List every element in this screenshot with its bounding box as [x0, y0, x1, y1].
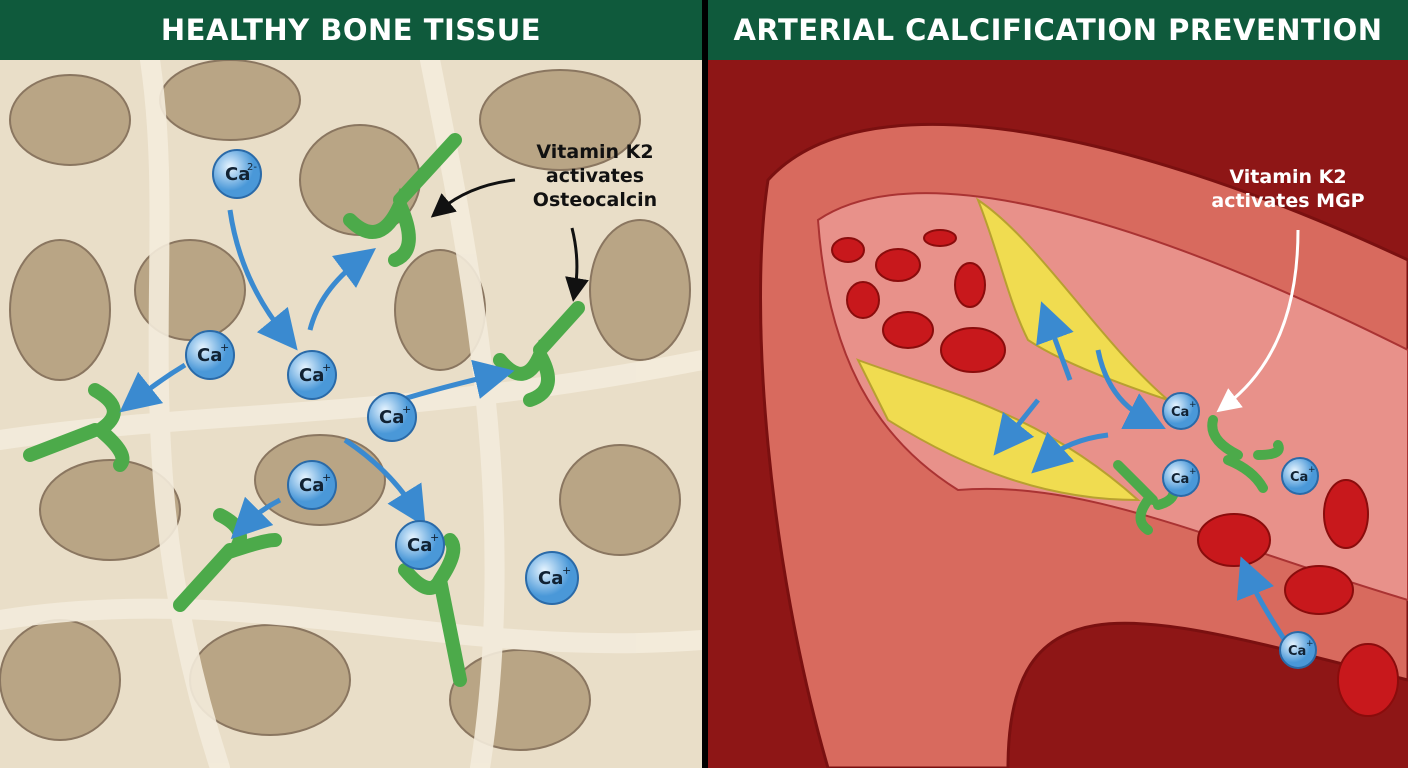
svg-text:Ca: Ca	[538, 568, 563, 589]
annotation-line: Vitamin K2	[1229, 166, 1347, 188]
svg-text:Ca: Ca	[1171, 405, 1189, 420]
svg-text:Ca: Ca	[407, 535, 432, 556]
svg-text:+: +	[322, 361, 331, 374]
ion-flow-arrows	[993, 301, 1291, 647]
svg-text:Ca: Ca	[299, 475, 324, 496]
svg-text:2-: 2-	[247, 162, 257, 173]
svg-text:Ca: Ca	[1171, 472, 1189, 487]
calcium-ion: Ca+	[185, 330, 235, 380]
calcium-ion: Ca+	[1162, 392, 1200, 430]
annotation-line: activates MGP	[1211, 190, 1365, 212]
bone-panel-title: HEALTHY BONE TISSUE	[0, 0, 702, 60]
calcium-ion: Ca+	[1279, 631, 1317, 669]
calcium-ion: Ca+	[525, 551, 579, 605]
calcium-ion: Ca+	[395, 520, 445, 570]
calcium-ion: Ca+	[1281, 457, 1319, 495]
calcium-ions: Ca2- Ca+ Ca+ Ca+ Ca+ Ca+ Ca+	[185, 149, 579, 605]
artery-panel-title: ARTERIAL CALCIFICATION PREVENTION	[708, 0, 1408, 60]
svg-text:Ca: Ca	[299, 365, 324, 386]
svg-text:+: +	[1306, 639, 1314, 649]
annotation-line: Vitamin K2	[536, 141, 654, 163]
svg-text:+: +	[322, 471, 331, 484]
bone-tissue-illustration: Ca2- Ca+ Ca+ Ca+ Ca+ Ca+ Ca+	[0, 60, 702, 768]
artery-illustration: Ca+ Ca+ Ca+ Ca+	[708, 60, 1408, 768]
bone-pores	[0, 60, 691, 751]
svg-text:+: +	[430, 531, 439, 544]
svg-text:Ca: Ca	[1288, 644, 1306, 659]
svg-text:+: +	[220, 341, 229, 354]
mgp-annotation-arrow	[1216, 229, 1300, 413]
calcium-ion: Ca2-	[212, 149, 262, 199]
arterial-panel: ARTERIAL CALCIFICATION PREVENTION	[708, 0, 1408, 768]
svg-text:+: +	[1189, 400, 1197, 410]
svg-text:Ca: Ca	[197, 345, 222, 366]
red-blood-cells	[831, 229, 1399, 717]
calcium-ion: Ca+	[1162, 459, 1200, 497]
svg-text:+: +	[1308, 465, 1316, 475]
healthy-bone-panel: HEALTHY BONE TISSUE	[0, 0, 702, 768]
mgp-annotation: Vitamin K2 activates MGP	[1198, 165, 1378, 213]
svg-text:+: +	[1189, 467, 1197, 477]
svg-text:Ca: Ca	[225, 164, 250, 185]
svg-text:+: +	[402, 403, 411, 416]
calcium-ion: Ca+	[287, 350, 337, 400]
svg-text:+: +	[562, 564, 571, 577]
annotation-arrows	[430, 178, 589, 302]
calcium-ion: Ca+	[287, 460, 337, 510]
mgp-proteins	[1113, 415, 1284, 535]
calcium-ions: Ca+ Ca+ Ca+ Ca+	[1162, 392, 1319, 669]
calcium-ion: Ca+	[367, 392, 417, 442]
annotation-line: activates	[545, 165, 645, 187]
svg-text:Ca: Ca	[379, 407, 404, 428]
osteocalcin-annotation: Vitamin K2 activates Osteocalcin	[505, 140, 685, 212]
annotation-line: Osteocalcin	[532, 189, 658, 211]
svg-text:Ca: Ca	[1290, 470, 1308, 485]
ion-flow-arrows	[119, 209, 515, 540]
